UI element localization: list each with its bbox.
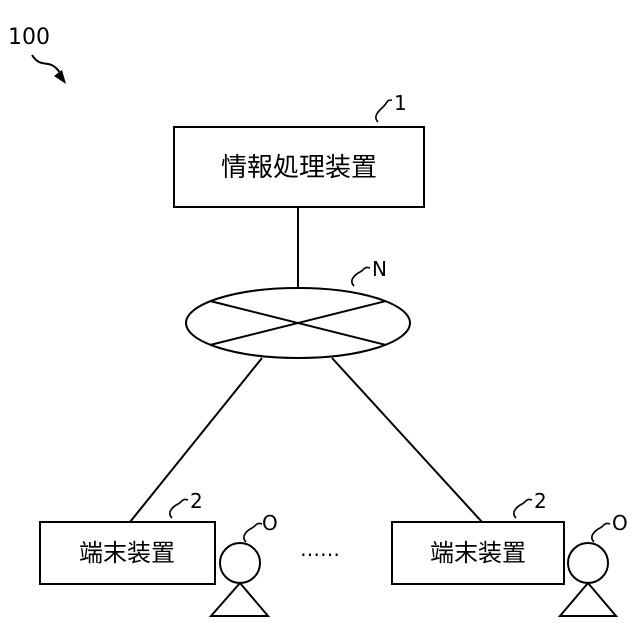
terminal-label-left: 端末装置 bbox=[79, 539, 175, 567]
terminal-ref-leader-left bbox=[170, 499, 188, 518]
user-ref-leader-left bbox=[244, 523, 262, 542]
user-body-right bbox=[560, 583, 616, 616]
terminal-device-right: 端末装置 bbox=[392, 522, 564, 584]
server-ref-leader bbox=[376, 100, 392, 122]
network-terminal-right-link bbox=[332, 358, 482, 522]
user-ref-label-right: O bbox=[612, 511, 628, 535]
system-pointer-arrowhead bbox=[54, 70, 66, 84]
user-ref-leader-right bbox=[592, 523, 610, 542]
terminal-label-right: 端末装置 bbox=[430, 539, 526, 567]
terminal-ref-label-left: 2 bbox=[190, 489, 203, 513]
network-cloud-icon bbox=[186, 288, 410, 358]
user-head-left bbox=[220, 543, 260, 583]
user-person-icon bbox=[560, 543, 616, 616]
user-body-left bbox=[211, 583, 268, 616]
server-ref-label: 1 bbox=[394, 91, 407, 115]
terminal-device-left: 端末装置 bbox=[40, 522, 215, 584]
user-head-right bbox=[568, 543, 608, 583]
server-label: 情報処理装置 bbox=[221, 153, 377, 183]
terminal-ellipsis: …… bbox=[300, 537, 340, 561]
system-ref-label: 100 bbox=[8, 25, 50, 50]
terminal-ref-leader-right bbox=[514, 499, 532, 518]
information-processing-device: 情報処理装置 bbox=[174, 127, 424, 207]
network-ref-leader bbox=[352, 267, 370, 286]
terminal-ref-label-right: 2 bbox=[534, 489, 547, 513]
user-person-icon bbox=[211, 543, 268, 616]
network-ref-label: N bbox=[372, 257, 387, 281]
user-ref-label-left: O bbox=[262, 511, 278, 535]
